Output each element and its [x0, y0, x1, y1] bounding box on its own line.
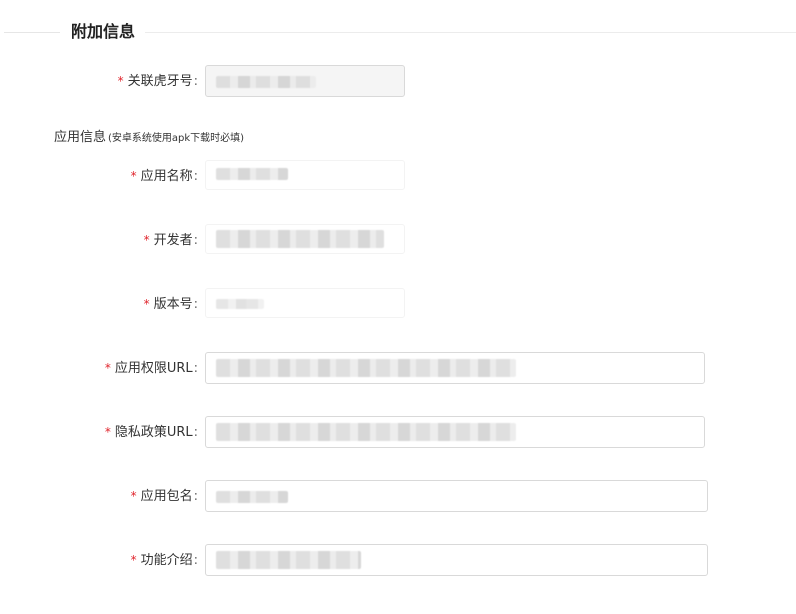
app-info-note: (安卓系统使用apk下载时必填)	[108, 133, 245, 144]
huya-account-input[interactable]	[205, 65, 405, 97]
section-divider-left	[4, 32, 60, 33]
form-row-huya: *关联虎牙号:	[0, 65, 796, 99]
huya-label: *关联虎牙号:	[117, 74, 198, 89]
required-marker: *	[104, 425, 111, 439]
privacy-url-label: *隐私政策URL:	[104, 425, 198, 440]
permission-url-input[interactable]	[205, 352, 705, 384]
redacted-value	[216, 230, 384, 248]
form-row-description: *功能介绍:	[0, 544, 796, 578]
form-row-version: *版本号:	[0, 288, 796, 322]
section-header: 附加信息	[0, 18, 796, 46]
redacted-value	[216, 359, 516, 377]
required-marker: *	[117, 74, 124, 88]
version-input[interactable]	[205, 288, 405, 318]
form-row-privacy-url: *隐私政策URL:	[0, 416, 796, 450]
redacted-value	[216, 423, 516, 441]
developer-label: *开发者:	[143, 233, 198, 248]
app-info-heading: 应用信息(安卓系统使用apk下载时必填)	[54, 130, 245, 145]
form-row-permission-url: *应用权限URL:	[0, 352, 796, 386]
required-marker: *	[143, 233, 150, 247]
package-name-input[interactable]	[205, 480, 708, 512]
redacted-value	[216, 551, 361, 569]
redacted-value	[216, 168, 288, 180]
permission-url-label: *应用权限URL:	[104, 361, 198, 376]
form-row-app-name: *应用名称:	[0, 160, 796, 194]
required-marker: *	[130, 489, 137, 503]
required-marker: *	[143, 297, 150, 311]
required-marker: *	[104, 361, 111, 375]
package-name-label: *应用包名:	[130, 489, 198, 504]
form-row-developer: *开发者:	[0, 224, 796, 258]
description-label: *功能介绍:	[130, 553, 198, 568]
form-row-package-name: *应用包名:	[0, 480, 796, 514]
section-title: 附加信息	[71, 22, 136, 41]
description-input[interactable]	[205, 544, 708, 576]
required-marker: *	[130, 169, 137, 183]
app-name-label: *应用名称:	[130, 169, 198, 184]
required-marker: *	[130, 553, 137, 567]
developer-input[interactable]	[205, 224, 405, 254]
section-divider-right	[145, 32, 796, 33]
privacy-url-input[interactable]	[205, 416, 705, 448]
redacted-value	[216, 491, 288, 503]
redacted-value	[216, 76, 316, 88]
redacted-value	[216, 299, 264, 309]
app-name-input[interactable]	[205, 160, 405, 190]
version-label: *版本号:	[143, 297, 198, 312]
